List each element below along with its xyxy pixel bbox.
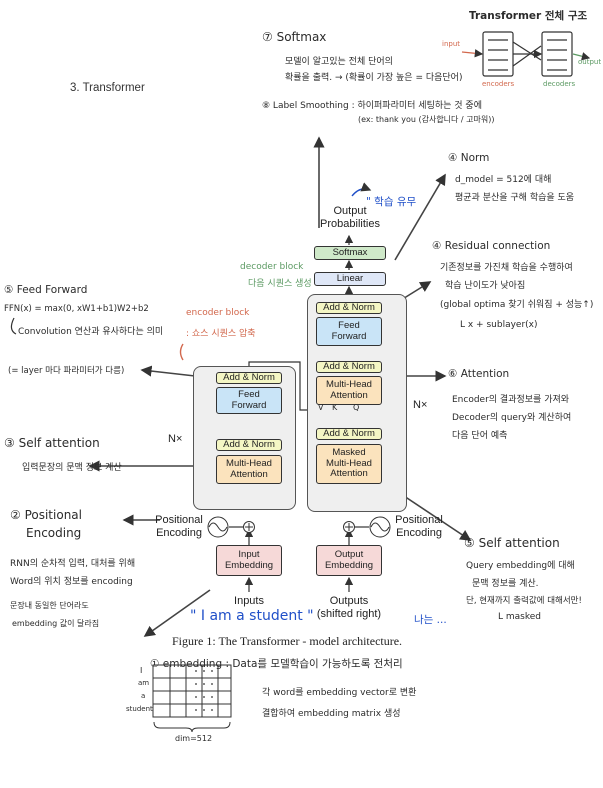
inputs-label: Inputs — [234, 595, 264, 607]
encoder-multi-head-attention: Multi-Head Attention — [216, 455, 282, 484]
matrix-dim-label: dim=512 — [175, 734, 213, 743]
note-input-small: input — [442, 40, 461, 48]
note-positional-line1: RNN의 순차적 입력, 대처를 위해 — [10, 559, 136, 569]
note-norm-line2: 평균과 분산을 구해 학습을 도움 — [455, 193, 575, 203]
note-self-attention-right-line4: L masked — [498, 612, 541, 622]
note-label-smoothing: ⑧ Label Smoothing : 하이퍼파라미터 세팅하는 것 중에 — [262, 101, 482, 111]
note-output-small: output — [578, 58, 602, 66]
section-heading: 3. Transformer — [70, 82, 145, 94]
encoder-feed-forward: Feed Forward — [216, 387, 282, 414]
note-embedding-title: ① embedding : Data를 모델학습이 가능하도록 전처리 — [150, 658, 403, 670]
note-encoder-block: encoder block — [186, 308, 250, 318]
note-example-korean: 나는 ... — [414, 614, 447, 626]
softmax-block: Softmax — [314, 246, 386, 260]
note-decoders-small: decoders — [543, 80, 576, 88]
note-self-attention-right-line3: 단, 현재까지 출력값에 대해서만! — [466, 596, 582, 606]
note-self-attention-right-title: ⑤ Self attention — [464, 536, 560, 550]
input-embedding-block: Input Embedding — [216, 545, 282, 576]
note-embedding-line1: 각 word를 embedding vector로 변환 — [262, 688, 417, 698]
note-encoder-block-sub: : 쇼스 시퀀스 압축 — [186, 329, 256, 339]
note-self-attention-left-line1: 입력문장의 문맥 정보 계산 — [22, 463, 122, 473]
outputs-label: Outputs (shifted right) — [316, 595, 382, 620]
encoder-add-norm-1: Add & Norm — [216, 439, 282, 451]
output-probabilities-label: Output Probabilities — [320, 205, 380, 230]
note-decoder-block-sub: 다음 시퀀스 생성 — [248, 279, 312, 289]
figure-caption: Figure 1: The Transformer - model archit… — [172, 634, 403, 648]
note-norm-line1: d_model = 512에 대해 — [455, 175, 552, 185]
note-ff-line2: Convolution 연산과 유사하다는 의미 — [18, 327, 164, 337]
note-ff-formula: FFN(x) = max(0, xW1+b1)W2+b2 — [4, 304, 149, 314]
note-residual-line1: 기존정보를 가진채 학습을 수행하여 — [440, 263, 573, 273]
decoder-add-norm-2: Add & Norm — [316, 361, 382, 373]
positional-encoding-right-label: Positional Encoding — [395, 514, 443, 540]
encoder-nx-label: N× — [168, 433, 183, 445]
note-positional-title2: Encoding — [26, 526, 82, 540]
matrix-row-a: a — [141, 692, 146, 700]
note-residual-line4: L x + sublayer(x) — [460, 320, 538, 330]
matrix-row-am: am — [138, 679, 150, 687]
decoder-nx-label: N× — [413, 399, 428, 411]
note-decoder-block: decoder block — [240, 262, 304, 272]
note-label-smoothing-example: (ex: thank you (감사합니다 / 고마워)) — [358, 115, 495, 124]
output-embedding-block: Output Embedding — [316, 545, 382, 576]
note-positional-line3: 문장내 동일한 단어라도 — [10, 601, 89, 610]
decoder-feed-forward: Feed Forward — [316, 317, 382, 346]
positional-encoding-left-label: Positional Encoding — [155, 514, 203, 540]
attention-input-q: Q — [353, 403, 360, 412]
decoder-multi-head-attention: Multi-Head Attention — [316, 376, 382, 405]
attention-input-k: K — [332, 403, 338, 412]
note-attention-title: ⑥ Attention — [448, 368, 510, 380]
note-title-top-right: Transformer 전체 구조 — [469, 10, 588, 22]
attention-input-v: V — [318, 403, 324, 412]
note-example-sentence: " I am a student " — [190, 608, 314, 624]
note-attention-line1: Encoder의 결과정보를 가져와 — [452, 395, 570, 405]
note-softmax-line1: 모델이 알고있는 전체 단어의 — [285, 57, 393, 67]
matrix-row-student: student — [126, 705, 153, 713]
note-positional-title: ② Positional — [10, 508, 82, 522]
decoder-masked-multi-head-attention: Masked Multi-Head Attention — [316, 444, 382, 484]
note-ff-line3: (= layer 마다 파라미터가 다름) — [8, 366, 125, 376]
note-self-attention-left-title: ③ Self attention — [4, 436, 100, 450]
note-ff-title: ⑤ Feed Forward — [4, 284, 88, 296]
note-attention-line3: 다음 단어 예측 — [452, 431, 508, 441]
note-residual-title: ④ Residual connection — [432, 240, 551, 252]
note-residual-line2: 학습 난이도가 낮아짐 — [445, 281, 526, 291]
note-attention-line2: Decoder의 query와 계산하여 — [452, 413, 572, 423]
note-softmax-title: ⑦ Softmax — [262, 30, 327, 44]
note-softmax-line2: 확률을 출력. → (확률이 가장 높은 = 다음단어) — [285, 73, 463, 83]
note-self-attention-right-line1: Query embedding에 대해 — [466, 561, 575, 571]
note-self-attention-right-line2: 문맥 정보를 계산. — [472, 579, 539, 589]
decoder-add-norm-3: Add & Norm — [316, 302, 382, 314]
linear-block: Linear — [314, 272, 386, 286]
note-positional-line4: embedding 값이 달라짐 — [12, 619, 100, 628]
note-positional-line2: Word의 위치 정보를 encoding — [10, 577, 133, 587]
decoder-add-norm-1: Add & Norm — [316, 428, 382, 440]
note-residual-line3: (global optima 찾기 쉬워짐 + 성능↑) — [440, 300, 594, 310]
note-norm-title: ④ Norm — [448, 152, 490, 164]
note-encoders-small: encoders — [482, 80, 515, 88]
matrix-row-i: I — [140, 666, 143, 675]
note-quote-mark: " 학습 유무 — [366, 196, 417, 208]
encoder-add-norm-2: Add & Norm — [216, 372, 282, 384]
note-embedding-line2: 결합하여 embedding matrix 생성 — [262, 709, 401, 719]
